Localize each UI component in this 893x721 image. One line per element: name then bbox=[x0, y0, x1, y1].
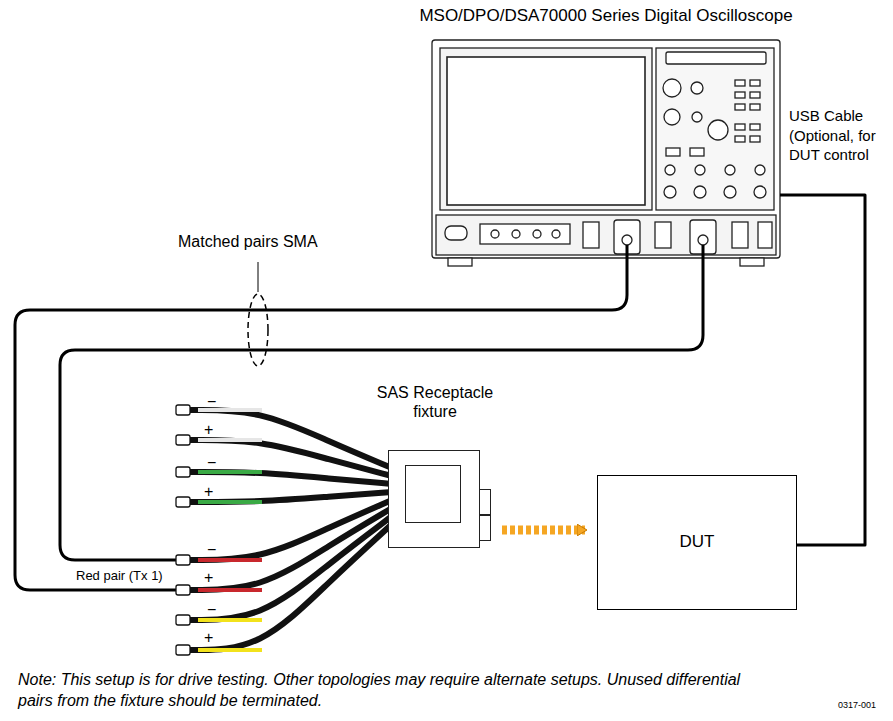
cable-color-band bbox=[198, 618, 262, 622]
cable-color-band bbox=[198, 500, 262, 504]
cable-color-band bbox=[198, 438, 262, 442]
polarity-sign: + bbox=[204, 568, 213, 589]
node-heading: MSO/DPO/DSA70000 Series Digital Oscillos… bbox=[371, 6, 841, 26]
cable-color-band bbox=[198, 588, 262, 592]
fixture-tab bbox=[479, 489, 491, 515]
oscilloscope bbox=[432, 40, 780, 266]
cable-color-band bbox=[198, 648, 262, 652]
fixture-cables bbox=[176, 405, 392, 655]
polarity-sign: + bbox=[204, 628, 213, 649]
dut-box: DUT bbox=[597, 475, 797, 610]
cable bbox=[190, 472, 392, 484]
pair-label: Red pair (Tx 1) bbox=[74, 568, 165, 585]
cable bbox=[190, 492, 392, 502]
polarity-sign: − bbox=[207, 392, 216, 413]
sma-connector bbox=[176, 555, 190, 565]
polarity-sign: − bbox=[207, 453, 216, 474]
polarity-sign: − bbox=[207, 600, 216, 621]
polarity-sign: − bbox=[207, 540, 216, 561]
fixture-window bbox=[405, 465, 461, 523]
figure-id: 0317-001 bbox=[838, 700, 876, 712]
sma-connector bbox=[176, 585, 190, 595]
sma-connector bbox=[176, 467, 190, 477]
leader-line bbox=[258, 262, 259, 292]
sma-connector bbox=[176, 405, 190, 415]
polarity-sign: + bbox=[204, 420, 213, 441]
matched-pair-marker bbox=[248, 294, 268, 366]
cable bbox=[190, 516, 392, 620]
fixture-tab bbox=[479, 515, 491, 541]
fixture-box: SAS Receptacle fixture bbox=[388, 450, 480, 548]
sma-connector bbox=[176, 645, 190, 655]
cable bbox=[190, 410, 392, 468]
node-heading: SAS Receptacle fixture bbox=[365, 383, 505, 421]
cable bbox=[190, 524, 392, 650]
insert-arrow bbox=[502, 526, 585, 535]
cable-color-band bbox=[198, 558, 262, 562]
polarity-sign: + bbox=[204, 482, 213, 503]
node-label: DUT bbox=[680, 532, 715, 552]
sma-connector bbox=[176, 435, 190, 445]
note: Note: This setup is for drive testing. O… bbox=[18, 670, 778, 712]
edge-label: USB Cable (Optional, for DUT control bbox=[789, 106, 891, 165]
sma-connector bbox=[176, 615, 190, 625]
oscilloscope-box: MSO/DPO/DSA70000 Series Digital Oscillos… bbox=[432, 40, 780, 258]
callout-label: Matched pairs SMA bbox=[178, 232, 318, 253]
sma-connector bbox=[176, 497, 190, 507]
cable bbox=[190, 440, 392, 476]
